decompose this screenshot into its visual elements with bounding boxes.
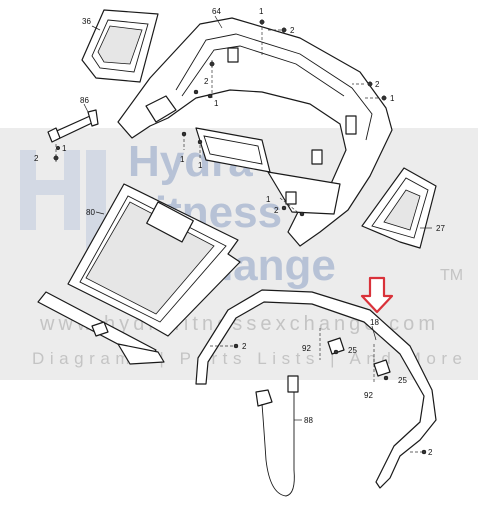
part-88-wire-harness: 88 <box>255 375 313 497</box>
highlight-arrow-icon <box>360 276 394 314</box>
callout-2-console-left: 2 <box>204 77 209 86</box>
callout-80: 80 <box>86 208 95 217</box>
callout-92-left: 92 <box>302 344 311 353</box>
callout-25-right: 25 <box>398 376 407 385</box>
callout-1-console-left: 1 <box>214 99 219 108</box>
callout-1-lower-right: 1 <box>266 195 271 204</box>
part-36-display-cover: 36 <box>81 9 159 83</box>
callout-18: 18 <box>370 318 379 327</box>
callout-27: 27 <box>436 224 445 233</box>
callout-1-console-right: 1 <box>390 94 395 103</box>
callout-1-top: 1 <box>259 7 264 16</box>
part-18-handlebar: 18 2 92 25 25 92 2 <box>195 289 437 489</box>
console-top-screws: 1 2 2 1 2 1 <box>193 7 395 108</box>
callout-64: 64 <box>212 7 221 16</box>
callout-2-lower-right: 2 <box>274 206 279 215</box>
callout-2-top: 2 <box>290 26 295 35</box>
callout-2-console-right: 2 <box>375 80 380 89</box>
part-27-side-tray: 27 <box>361 167 445 249</box>
callout-1-lower-mid: 1 <box>198 161 203 170</box>
callout-2-bracket: 2 <box>34 154 39 163</box>
watermark-trademark: TM <box>440 267 463 284</box>
part-80-display-housing: 80 <box>37 183 241 365</box>
callout-36: 36 <box>82 17 91 26</box>
part-86-bracket: 86 2 1 <box>34 96 99 164</box>
callout-86: 86 <box>80 96 89 105</box>
callout-25-left: 25 <box>348 346 357 355</box>
callout-2-handlebar-right: 2 <box>428 448 433 457</box>
callout-1-bracket: 1 <box>62 144 67 153</box>
callout-1-lower-left: 1 <box>180 155 185 164</box>
callout-92-right: 92 <box>364 391 373 400</box>
console-lower-screws: 1 1 1 2 <box>180 131 305 217</box>
part-64-console-frame: 64 <box>117 7 393 247</box>
callout-2-handlebar-left: 2 <box>242 342 247 351</box>
callout-88: 88 <box>304 416 313 425</box>
